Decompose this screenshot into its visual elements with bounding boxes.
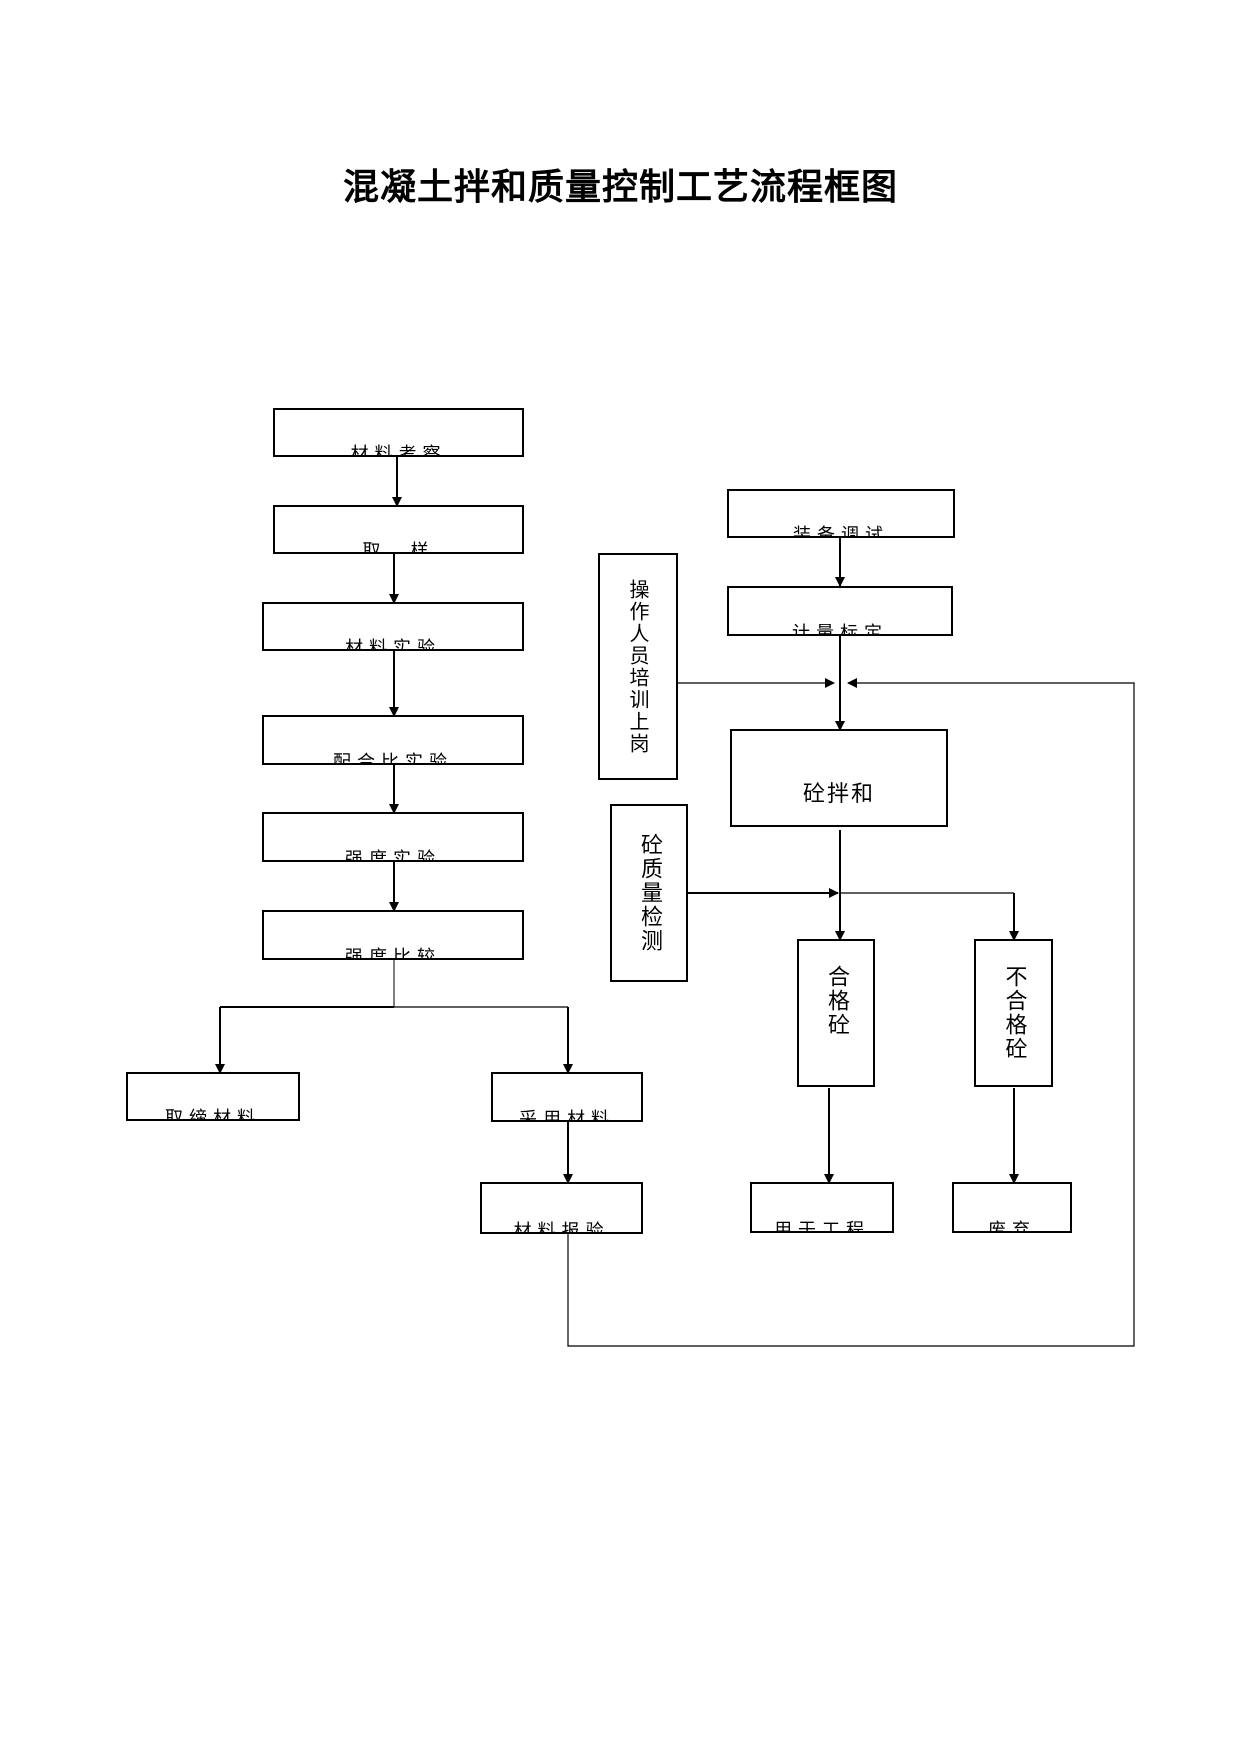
box-strength-compare: 强度比较: [262, 910, 524, 960]
box-use-material: 采用材料: [491, 1072, 643, 1122]
box-label: 材料报验: [513, 1221, 610, 1234]
box-label: 不合格砼: [1001, 965, 1027, 1061]
box-label: 强度比较: [345, 947, 441, 960]
box-label: 砼拌和: [802, 782, 875, 807]
box-label: 取缔材料: [165, 1108, 261, 1121]
box-label: 材料实验: [345, 638, 441, 651]
feedback-loop-line: [567, 678, 1135, 1347]
box-label: 配合比实验: [333, 752, 453, 765]
box-label: 采用材料: [519, 1109, 615, 1122]
box-label: 砼质量检测: [637, 833, 662, 953]
box-operator-training: 操作人员培训上岗: [598, 553, 678, 780]
page-title: 混凝土拌和质量控制工艺流程框图: [342, 166, 898, 208]
box-sampling: 取 样: [273, 505, 524, 554]
box-equipment-debug: 装备调试: [727, 489, 955, 538]
box-label: 用于工程: [774, 1220, 870, 1233]
box-unqualified-concrete: 不合格砼: [974, 939, 1053, 1087]
box-label: 取 样: [362, 541, 435, 554]
box-mix-ratio-test: 配合比实验: [262, 715, 524, 765]
box-concrete-mixing: 砼拌和: [730, 729, 948, 827]
box-label: 计量标定: [792, 623, 888, 636]
box-label: 强度实验: [345, 849, 441, 862]
box-label: 材料考察: [350, 444, 447, 457]
box-reject-material: 取缔材料: [126, 1072, 300, 1121]
box-material-inspection: 材料考察: [273, 408, 524, 457]
box-strength-test: 强度实验: [262, 812, 524, 862]
box-label: 废弃: [988, 1220, 1036, 1233]
box-material-test: 材料实验: [262, 602, 524, 651]
box-metering-calibration: 计量标定: [727, 586, 953, 636]
box-material-report: 材料报验: [480, 1182, 643, 1234]
box-label: 装备调试: [793, 525, 889, 538]
box-use-in-project: 用于工程: [750, 1182, 894, 1233]
box-label: 合格砼: [824, 965, 849, 1037]
box-quality-testing: 砼质量检测: [610, 804, 688, 982]
box-discard: 废弃: [952, 1182, 1072, 1233]
box-label: 操作人员培训上岗: [626, 578, 650, 755]
box-qualified-concrete: 合格砼: [797, 939, 875, 1087]
